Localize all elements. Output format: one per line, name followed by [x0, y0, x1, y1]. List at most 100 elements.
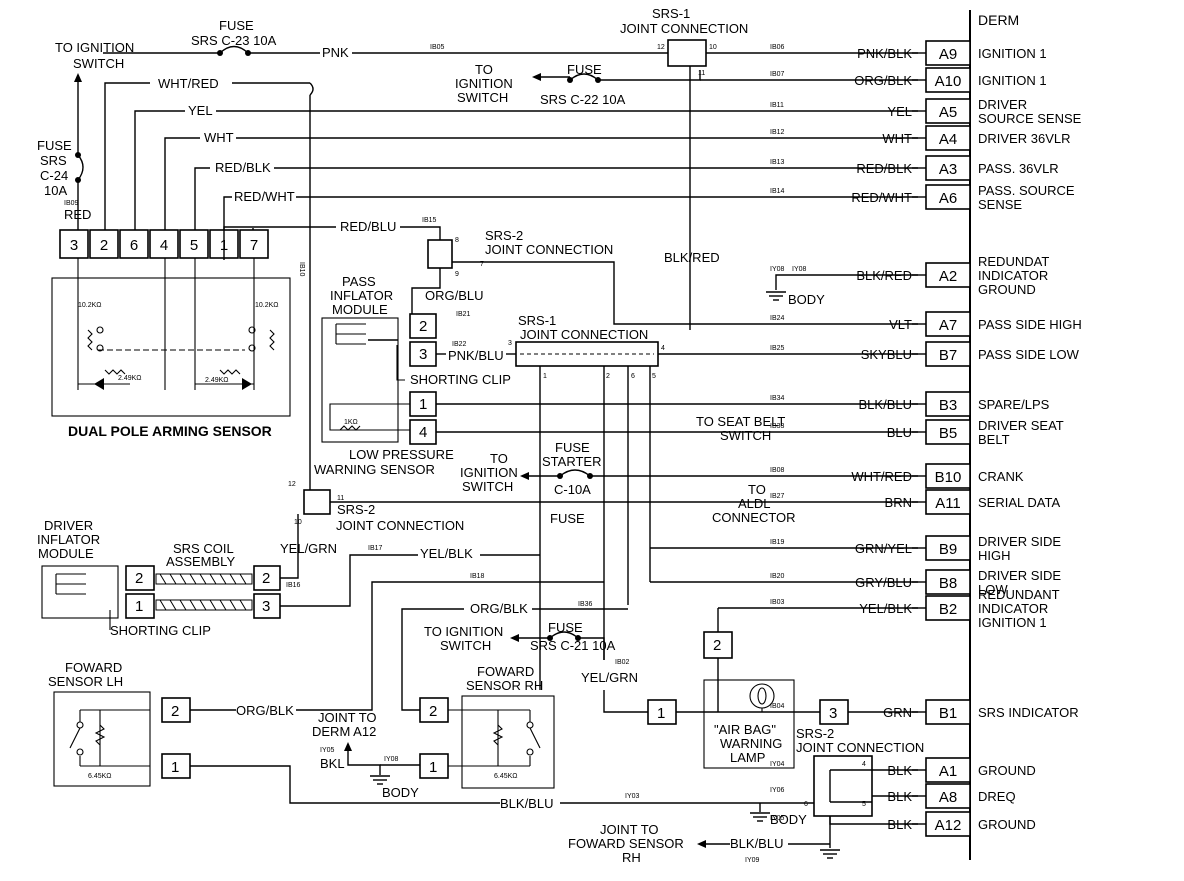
derm-pin-id: A9: [939, 46, 957, 63]
srs2a-title: SRS-2: [485, 228, 523, 243]
derm-pin-desc: SENSE: [978, 197, 1022, 212]
derm-pin-desc: INDICATOR: [978, 601, 1048, 616]
arming-pin-box: [119, 229, 149, 259]
jd-l1: JOINT TO: [318, 710, 377, 725]
to-ignition-label-1: TO IGNITION: [55, 40, 134, 55]
drv-pin1: 1: [135, 598, 143, 615]
derm-pin-id: A12: [935, 817, 962, 834]
org-blu-label: ORG/BLU: [425, 288, 484, 303]
lps-l1: LOW PRESSURE: [349, 447, 454, 462]
derm-pin-id: A6: [939, 190, 957, 207]
fwd-rh-l1: FOWARD: [477, 664, 534, 679]
derm-circuit-id: IY04: [770, 761, 785, 768]
lps-res: 1KΩ: [344, 419, 358, 426]
shorting-clip-pass: SHORTING CLIP: [410, 372, 511, 387]
fwd-rh-pin2: 2: [429, 703, 437, 720]
pass-inf-l1: PASS: [342, 274, 376, 289]
fwd-rh-pin1: 1: [429, 759, 437, 776]
derm-pin-id: B7: [939, 347, 957, 364]
derm-circuit-id: IB27: [770, 493, 785, 500]
derm-pin-id: A11: [935, 495, 961, 512]
srs1-top-title: SRS-1: [652, 6, 690, 21]
srs2b-pin11: 11: [337, 495, 344, 502]
lamp-pin3: 3: [829, 705, 837, 722]
derm-circuit-id: IB07: [770, 71, 785, 78]
derm-pin-id: A5: [939, 104, 957, 121]
ib02-label: IB02: [615, 659, 630, 666]
derm-pin-desc: CRANK: [978, 469, 1024, 484]
starter-l3: C-10A: [554, 482, 591, 497]
ib17-label: IB17: [368, 545, 383, 552]
seat-belt-l2: SWITCH: [720, 428, 771, 443]
ib18-label: IB18: [470, 573, 485, 580]
lamp-l2: WARNING: [720, 736, 782, 751]
blk-red-mid-label: BLK/RED: [664, 250, 720, 265]
yel-label: YEL: [188, 103, 213, 118]
res-lh: 6.45KΩ: [88, 773, 112, 780]
srs1-top-sub: JOINT CONNECTION: [620, 21, 748, 36]
yel-grn-label-2: YEL/GRN: [581, 670, 638, 685]
srs1-mid-title: SRS-1: [518, 313, 556, 328]
srs1-top-pin11: 11: [698, 70, 705, 77]
pnk-label: PNK: [322, 45, 349, 60]
bkl-label: BKL: [320, 756, 345, 771]
derm-pin-id: B2: [939, 601, 957, 618]
srs2b-sub: JOINT CONNECTION: [336, 518, 464, 533]
aldl-l3: CONNECTOR: [712, 510, 796, 525]
derm-circuit-id: IB03: [770, 599, 785, 606]
fwd-rh-l2: SENSOR RH: [466, 678, 543, 693]
fuse-c22-group: TO IGNITION SWITCH FUSE SRS C-22 10A: [455, 62, 918, 107]
blk-blu-label-2: BLK/BLU: [730, 836, 783, 851]
derm-pin-desc: PASS. SOURCE: [978, 183, 1075, 198]
fwd-lh-l1: FOWARD: [65, 660, 122, 675]
iy03-label: IY03: [625, 793, 640, 800]
derm-pin-id: A8: [939, 789, 957, 806]
derm-pin-id: A3: [939, 161, 957, 178]
blk-blu-label-1: BLK/BLU: [500, 796, 553, 811]
seat-belt-l1: TO SEAT BELT: [696, 414, 785, 429]
derm-pin-id: B9: [939, 541, 957, 558]
coil-pin3: 3: [262, 598, 270, 615]
coil-l2: ASSEMBLY: [166, 554, 235, 569]
derm-pin-id: B5: [939, 425, 957, 442]
driver-inflator-group: DRIVER INFLATOR MODULE 2 1 SRS COIL ASSE…: [37, 514, 918, 638]
drv-inf-l3: MODULE: [38, 546, 94, 561]
arming-pin-label: 4: [160, 237, 168, 254]
yel-blk-label-1: YEL/BLK: [420, 546, 473, 561]
fuse-c22-l1: FUSE: [567, 62, 602, 77]
aldl-l1: TO: [748, 482, 766, 497]
ib16-label: IB16: [286, 582, 301, 589]
fuse-c24-l2: SRS: [40, 153, 67, 168]
srs1m-pin3: 3: [508, 340, 512, 347]
derm-pin-desc: IGNITION 1: [978, 46, 1047, 61]
ign3-l3: SWITCH: [462, 479, 513, 494]
srs2a-pin9: 9: [455, 271, 459, 278]
srs1m-pin5: 5: [652, 373, 656, 380]
srs1-mid-joint: SRS-1 JOINT CONNECTION 3 4 1 2 6 5: [508, 313, 918, 690]
srs2c-pin6: 6: [804, 801, 808, 808]
org-blk-label-1: ORG/BLK: [470, 601, 528, 616]
fuse-c24-l4: 10A: [44, 183, 67, 198]
srs2b-title: SRS-2: [337, 502, 375, 517]
derm-circuit-id: IB06: [770, 44, 785, 51]
pnk-blu-label: PNK/BLU: [448, 348, 504, 363]
srs1-top-joint: SRS-1 JOINT CONNECTION 12 10 11: [620, 6, 918, 330]
derm-pin-desc: GROUND: [978, 282, 1036, 297]
derm-pin-desc: DRIVER SEAT: [978, 418, 1064, 433]
derm-circuit-id: IY05: [770, 815, 785, 822]
ib05-label: IB05: [430, 44, 445, 51]
derm-circuit-id: IB13: [770, 159, 785, 166]
derm-pin-id: A4: [939, 131, 957, 148]
srs2a-pin8: 8: [455, 237, 459, 244]
derm-pin-id: B3: [939, 397, 957, 414]
derm-circuit-id: IB12: [770, 129, 785, 136]
derm-circuit-id: IB14: [770, 188, 785, 195]
srs2a-sub: JOINT CONNECTION: [485, 242, 613, 257]
srs1-top-pin12: 12: [657, 44, 665, 51]
srs1-top-pin10: 10: [709, 44, 717, 51]
derm-circuit-id: IB25: [770, 345, 785, 352]
wht-red-label: WHT/RED: [158, 76, 219, 91]
